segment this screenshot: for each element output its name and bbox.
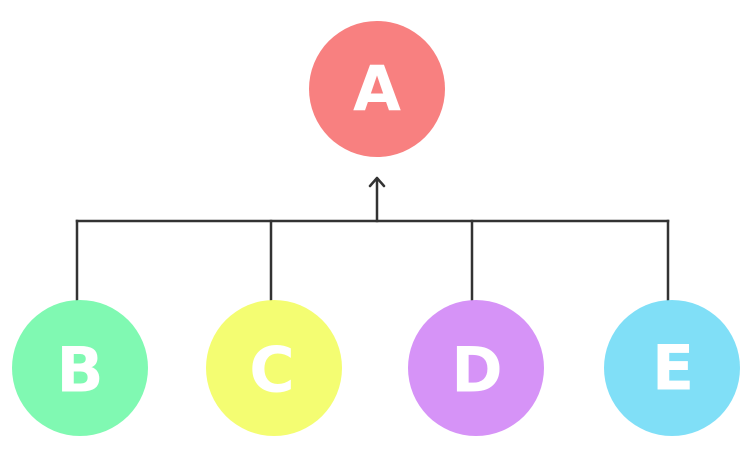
node-e-circle [604, 300, 740, 436]
node-b-label: B [56, 334, 103, 407]
node-d-label: D [451, 334, 502, 407]
connector-group [75, 176, 670, 302]
node-e-label: E [652, 332, 694, 405]
node-e: E [604, 300, 740, 436]
node-a: A [309, 21, 445, 157]
node-a-label: A [353, 53, 401, 126]
node-b-circle [12, 300, 148, 436]
node-b: B [12, 300, 148, 436]
node-a-circle [309, 21, 445, 157]
node-d: D [408, 300, 544, 436]
arrowhead-up-icon [368, 176, 386, 188]
node-c-circle [206, 300, 342, 436]
node-d-circle [408, 300, 544, 436]
node-c: C [206, 300, 342, 436]
node-c-label: C [249, 334, 295, 407]
